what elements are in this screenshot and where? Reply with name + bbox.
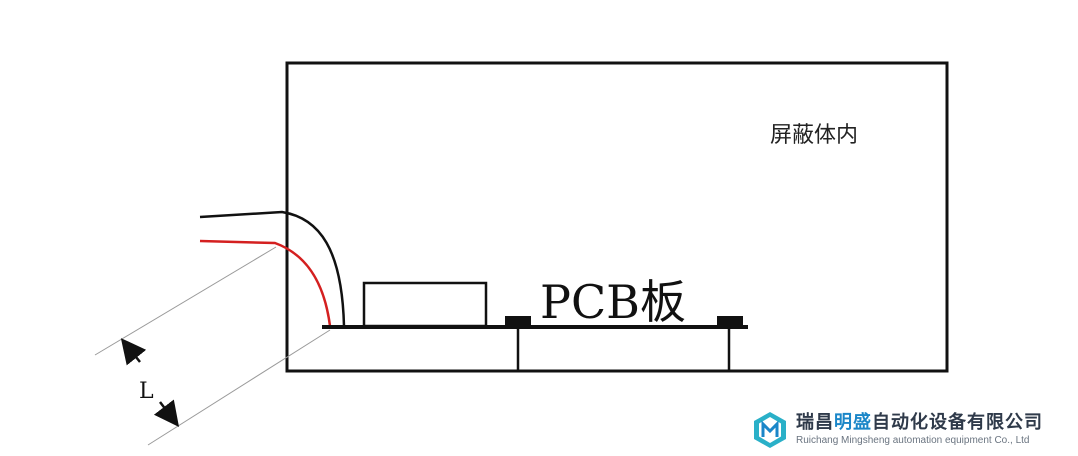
red-cable xyxy=(199,239,332,327)
watermark-company-cn: 瑞昌明盛自动化设备有限公司 xyxy=(796,412,1043,433)
dim-label-l: L xyxy=(139,379,154,404)
pcb-label: PCB板 xyxy=(540,275,686,329)
black-cable xyxy=(199,210,346,327)
dim-arrow-up xyxy=(120,338,147,366)
shield-inside-label: 屏蔽体内 xyxy=(770,123,858,148)
dim-arrow-down xyxy=(153,399,180,427)
watermark-company-en: Ruichang Mingsheng automation equipment … xyxy=(796,435,1030,446)
watermark: 瑞昌明盛自动化设备有限公司 Ruichang Mingsheng automat… xyxy=(750,410,1043,450)
standoff-right-pad xyxy=(717,316,743,327)
dim-extension-lower xyxy=(147,329,331,446)
shield-enclosure xyxy=(285,61,949,373)
company-logo-icon xyxy=(754,412,786,448)
pcb-component xyxy=(362,281,488,328)
dim-extension-upper xyxy=(94,246,277,356)
standoff-left-pad xyxy=(505,316,531,327)
